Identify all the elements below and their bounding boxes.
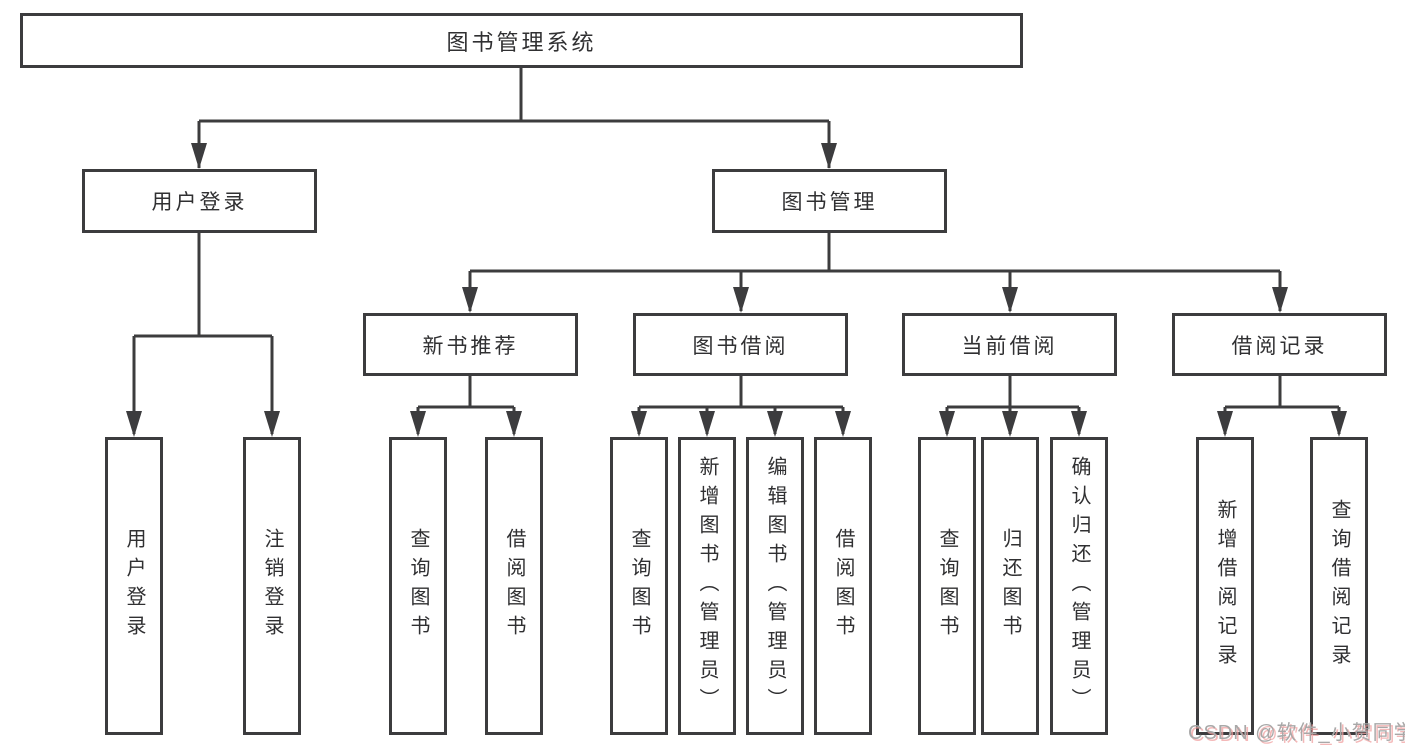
leaf-user-login: 用户登录 (105, 437, 163, 735)
node-user-login: 用户登录 (82, 169, 317, 233)
leaf-query-books-recommend: 查询图书 (389, 437, 447, 735)
leaf-borrow-books-label: 借阅图书 (832, 528, 854, 644)
leaf-user-login-label: 用户登录 (123, 528, 145, 644)
leaf-add-borrow-record-label: 新增借阅记录 (1214, 499, 1236, 673)
node-root-system: 图书管理系统 (20, 13, 1023, 68)
node-new-book-recommend: 新书推荐 (363, 313, 578, 376)
leaf-add-book-admin-label: 新增图书（管理员） (696, 455, 718, 717)
leaf-query-books-recommend-label: 查询图书 (407, 528, 429, 644)
leaf-return-book-label: 归还图书 (999, 528, 1021, 644)
leaf-borrow-books: 借阅图书 (814, 437, 872, 735)
leaf-query-books-current: 查询图书 (918, 437, 976, 735)
leaf-query-books-borrow: 查询图书 (610, 437, 668, 735)
leaf-borrow-books-recommend: 借阅图书 (485, 437, 543, 735)
leaf-confirm-return-admin: 确认归还（管理员） (1050, 437, 1108, 735)
leaf-logout: 注销登录 (243, 437, 301, 735)
leaf-query-borrow-record: 查询借阅记录 (1310, 437, 1368, 735)
node-book-borrow: 图书借阅 (633, 313, 848, 376)
leaf-edit-book-admin-label: 编辑图书（管理员） (764, 455, 786, 717)
connector-segments (132, 68, 1341, 434)
leaf-query-books-current-label: 查询图书 (936, 528, 958, 644)
arrowheads (126, 143, 1347, 437)
node-borrow-records: 借阅记录 (1172, 313, 1387, 376)
node-book-management: 图书管理 (712, 169, 947, 233)
csdn-watermark: CSDN @软件_小贺同学 (1188, 722, 1405, 744)
node-current-borrow: 当前借阅 (902, 313, 1117, 376)
leaf-return-book: 归还图书 (981, 437, 1039, 735)
leaf-query-borrow-record-label: 查询借阅记录 (1328, 499, 1350, 673)
leaf-query-books-borrow-label: 查询图书 (628, 528, 650, 644)
leaf-add-book-admin: 新增图书（管理员） (678, 437, 736, 735)
leaf-edit-book-admin: 编辑图书（管理员） (746, 437, 804, 735)
leaf-borrow-books-recommend-label: 借阅图书 (503, 528, 525, 644)
leaf-add-borrow-record: 新增借阅记录 (1196, 437, 1254, 735)
leaf-logout-label: 注销登录 (261, 528, 283, 644)
leaf-confirm-return-admin-label: 确认归还（管理员） (1068, 455, 1090, 717)
